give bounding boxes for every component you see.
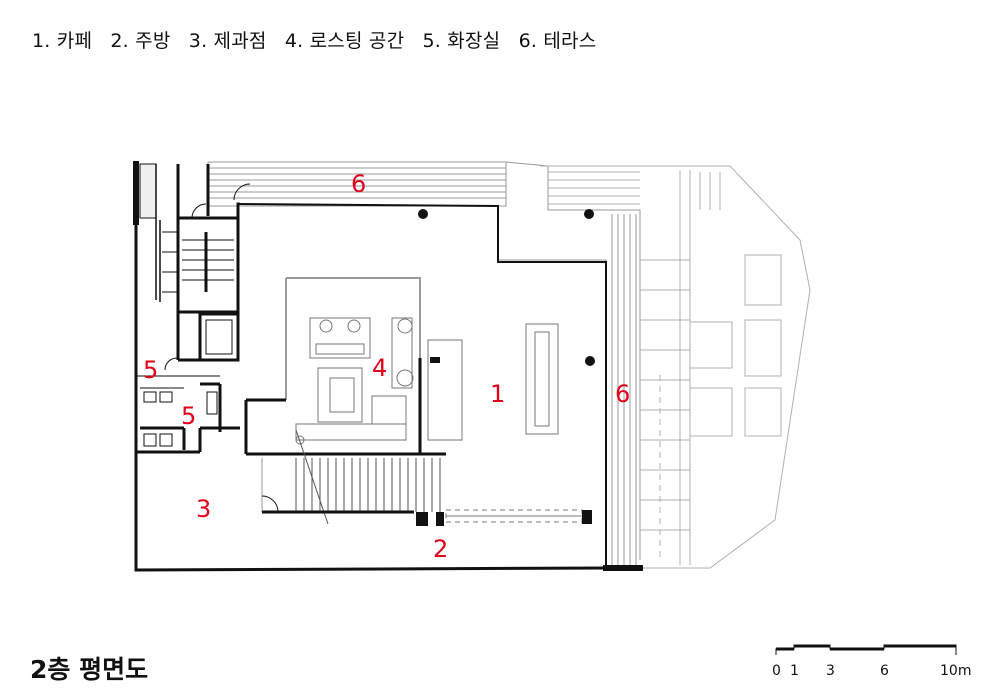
main-stair	[261, 429, 441, 525]
room-label-roasting: 4	[372, 354, 387, 382]
room-label-bakery: 3	[196, 495, 211, 523]
room-label-kitchen: 2	[433, 535, 448, 563]
scale-tick-10m: 10m	[940, 663, 971, 679]
legend-item-kitchen: 2. 주방	[110, 30, 171, 52]
exterior-walls	[133, 161, 643, 572]
room-label-restroom-b: 5	[181, 402, 196, 430]
terrace-deck-top	[207, 161, 641, 560]
scale-tick-0: 0	[772, 663, 781, 679]
exterior-stair	[540, 165, 811, 569]
scale-bar: 0 1 3 6 10m	[772, 644, 971, 679]
cafe-interior	[427, 323, 559, 441]
room-label-cafe: 1	[490, 380, 505, 408]
columns	[418, 209, 595, 366]
legend-item-restroom: 5. 화장실	[422, 30, 501, 52]
room-legend: 1. 카페 2. 주방 3. 제과점 4. 로스팅 공간 5. 화장실 6. 테…	[32, 26, 608, 53]
plan-title: 2층 평면도	[30, 655, 149, 684]
roasting-room	[244, 277, 446, 456]
legend-item-cafe: 1. 카페	[32, 30, 93, 52]
room-label-terrace-top: 6	[351, 170, 366, 198]
room-label-terrace-right: 6	[615, 380, 630, 408]
scale-tick-3: 3	[826, 663, 835, 679]
room-label-restroom-a: 5	[143, 356, 158, 384]
scale-tick-1: 1	[790, 663, 799, 679]
legend-item-terrace: 6. 테라스	[518, 30, 597, 52]
legend-item-roasting: 4. 로스팅 공간	[284, 30, 405, 52]
kitchen-counter	[416, 509, 592, 526]
legend-item-bakery: 3. 제과점	[188, 30, 267, 52]
service-core	[136, 163, 251, 454]
scale-tick-6: 6	[880, 663, 889, 679]
